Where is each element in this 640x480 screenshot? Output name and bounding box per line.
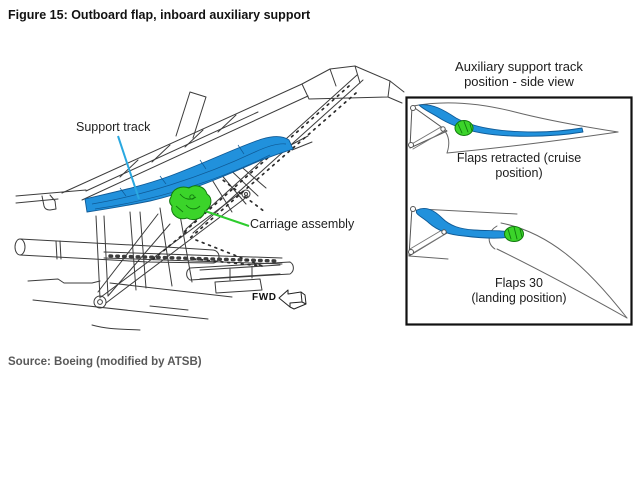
figure-title: Figure 15: Outboard flap, inboard auxili… <box>8 8 311 22</box>
carriage-assembly-label: Carriage assembly <box>250 217 355 231</box>
inset-heading-line1: Auxiliary support track <box>455 59 583 74</box>
fwd-direction-arrow <box>278 289 307 310</box>
cruise-view-drawing <box>408 102 619 154</box>
carriage-leader-line <box>204 210 250 227</box>
inset-heading-line2: position - side view <box>464 74 574 89</box>
carriage-assembly-highlight <box>169 185 212 221</box>
caption-flaps-retracted-line1: Flaps retracted (cruise <box>456 151 582 165</box>
caption-flaps-30: Flaps 30 (landing position) <box>416 276 622 306</box>
support-track-label: Support track <box>76 120 151 134</box>
fwd-label: FWD <box>252 292 277 303</box>
caption-flaps-30-line1: Flaps 30 <box>495 276 543 290</box>
caption-flaps-retracted-line2: position) <box>495 166 543 180</box>
inset-heading: Auxiliary support track position - side … <box>406 59 632 89</box>
landing-view-drawing <box>408 206 628 319</box>
caption-flaps-30-line2: (landing position) <box>471 291 567 305</box>
caption-flaps-retracted: Flaps retracted (cruise position) <box>416 151 622 181</box>
rivet-dot-rows <box>149 85 357 267</box>
support-track-leader-line <box>117 135 140 200</box>
source-credit: Source: Boeing (modified by ATSB) <box>8 356 202 368</box>
